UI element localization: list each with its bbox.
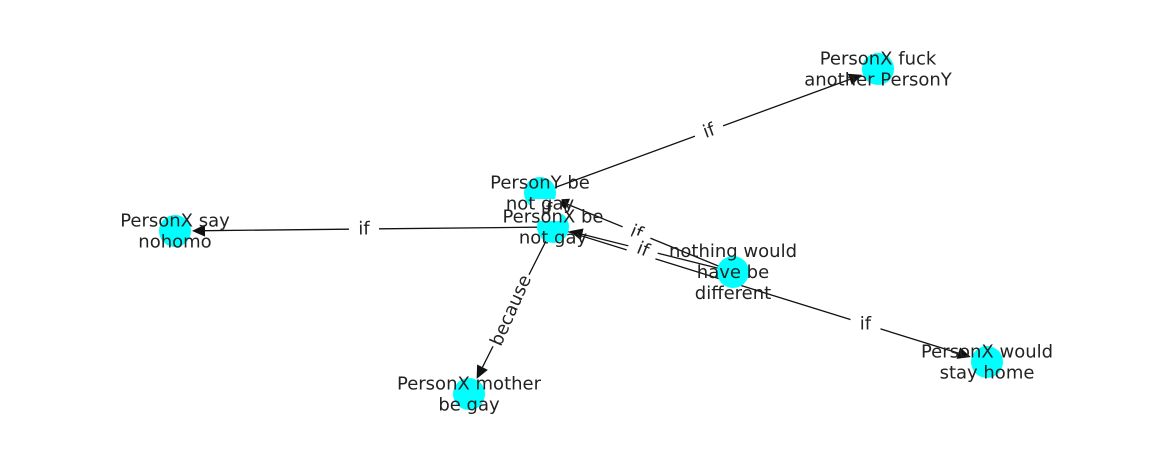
edge-label-text: if xyxy=(358,218,370,239)
node-label-line: have be xyxy=(697,262,769,283)
edge-label-background xyxy=(624,233,662,266)
arrowhead-icon xyxy=(956,347,971,359)
edge-label-text: if xyxy=(541,200,553,221)
node-label-line: not gay xyxy=(519,228,588,249)
node-label-line: not gay xyxy=(506,194,575,215)
edge-label-background xyxy=(348,217,380,241)
node-nothing xyxy=(717,256,749,288)
node-label-line: PersonX mother xyxy=(397,374,542,395)
node-fuck xyxy=(862,53,894,85)
edge-center-to-stay xyxy=(556,227,959,354)
node-label-line: PersonY be xyxy=(490,173,590,194)
node-label-line: nothing would xyxy=(669,241,797,262)
node-label-line: be gay xyxy=(438,395,500,416)
node-label-line: nohomo xyxy=(138,232,211,253)
node-mother xyxy=(453,378,485,410)
node-label-line: PersonX be xyxy=(502,207,603,228)
edge-label-text: because xyxy=(486,272,536,349)
node-label-line: PersonX fuck xyxy=(820,49,937,70)
node-label-line: different xyxy=(695,283,771,304)
node-label-line: stay home xyxy=(940,363,1035,384)
edge-label-background xyxy=(484,269,538,352)
node-nohomo xyxy=(159,215,191,247)
edge-label: if xyxy=(348,217,380,241)
edge-label-background xyxy=(850,313,881,336)
edge-label-background xyxy=(531,199,562,221)
edge-label-text: if xyxy=(860,314,872,335)
node-stay xyxy=(971,346,1003,378)
edge-label: because xyxy=(484,269,538,352)
edge-label: if xyxy=(850,313,881,336)
node-label-line: another PersonY xyxy=(804,70,953,91)
node-label-line: PersonX say xyxy=(120,211,230,232)
node-label-line: PersonX would xyxy=(921,342,1053,363)
edge-label: if xyxy=(531,199,562,221)
edge-label: if xyxy=(624,233,662,266)
edge-label-background xyxy=(691,115,727,147)
arrowhead-icon xyxy=(847,73,863,85)
arrowhead-icon xyxy=(191,224,206,237)
arrowhead-icon xyxy=(476,364,488,379)
edge-label: if xyxy=(691,115,727,147)
